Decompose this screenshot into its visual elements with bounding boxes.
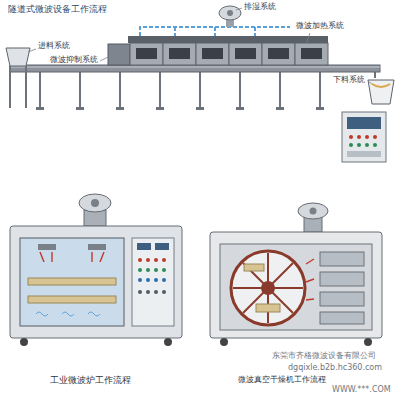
part-label: 下料系统 [333, 76, 365, 85]
watermark-text: dgqixle.b2b.hc360.com [288, 364, 382, 373]
part-label: 微波加热系统 [296, 22, 344, 31]
part-label: 排湿系统 [244, 3, 276, 12]
watermark-text: WWW.***.COM [332, 386, 391, 395]
figure-caption: 微波真空干燥机工作流程 [238, 376, 326, 385]
figure-caption: 工业微波炉工作流程 [50, 376, 131, 386]
part-label: 微波抑制系统 [50, 56, 98, 65]
diagram-title: 隧道式微波设备工作流程 [8, 5, 107, 15]
watermark-text: 东莞市齐格微波设备有限公司 [272, 352, 376, 361]
part-label: 进料系统 [38, 42, 70, 51]
